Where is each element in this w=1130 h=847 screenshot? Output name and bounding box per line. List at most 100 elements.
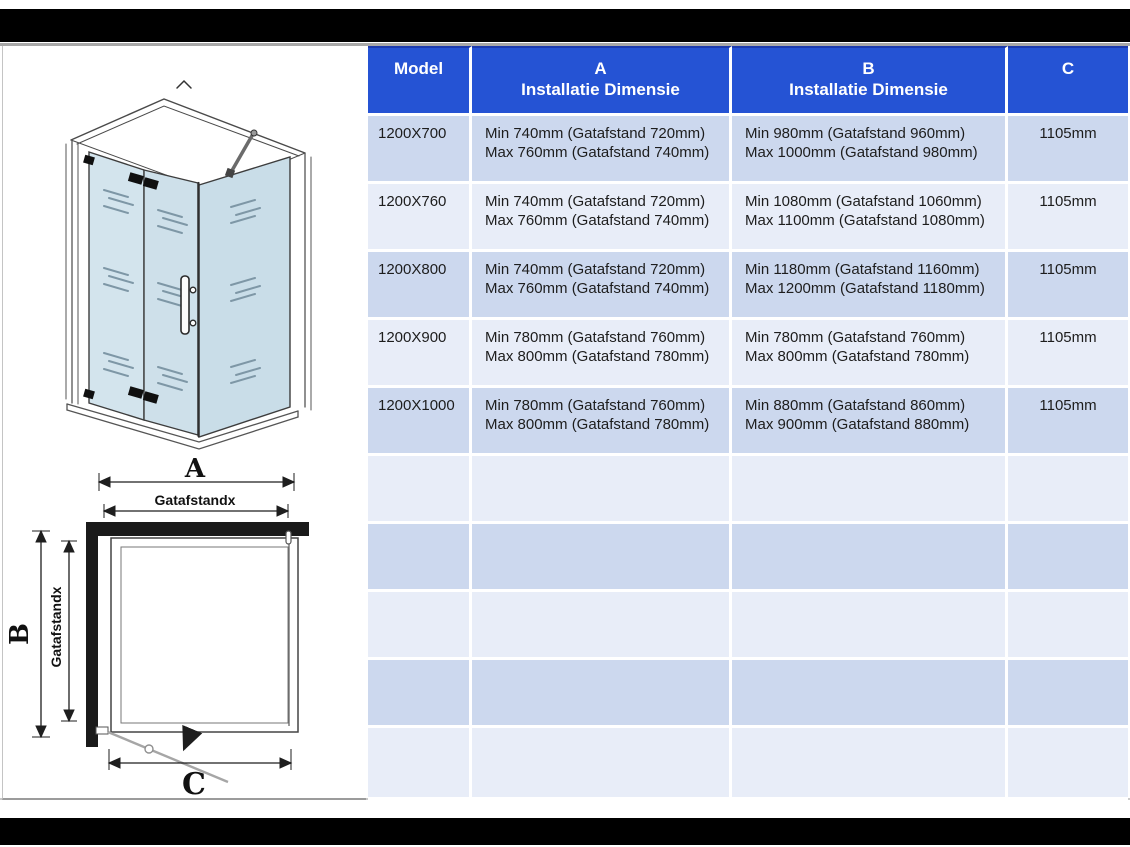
cell-c <box>1008 728 1128 800</box>
cell-c <box>1008 456 1128 524</box>
bottom-letterbox-bar <box>0 818 1130 845</box>
cell-b <box>732 728 1008 800</box>
cell-b: Min 780mm (Gatafstand 760mm) Max 800mm (G… <box>732 320 1008 388</box>
cell-a: Min 740mm (Gatafstand 720mm) Max 760mm (G… <box>472 252 732 320</box>
dim-min: Min 1080mm (Gatafstand 1060mm) <box>745 193 982 210</box>
cell-c: 1105mm <box>1008 388 1128 456</box>
door-leaf-left <box>88 151 145 421</box>
dim-label-gatafstand-v: Gatafstandx <box>48 586 64 667</box>
dimension-c: C <box>107 749 293 802</box>
hinges <box>83 154 159 404</box>
cell-a: Min 740mm (Gatafstand 720mm) Max 760mm (G… <box>472 184 732 252</box>
cell-b: Min 1180mm (Gatafstand 1160mm) Max 1200mm… <box>732 252 1008 320</box>
door-handle <box>180 275 197 335</box>
dim-label-gatafstand-h: Gatafstandx <box>155 492 236 508</box>
dim-max: Max 800mm (Gatafstand 780mm) <box>485 416 710 433</box>
dim-min: Min 1180mm (Gatafstand 1160mm) <box>745 261 980 278</box>
door-swing-arrow <box>182 724 203 752</box>
dim-min: Min 780mm (Gatafstand 760mm) <box>485 397 706 414</box>
cell-model: 1200X800 <box>368 252 472 320</box>
cell-model <box>368 456 472 524</box>
dim-min: Min 740mm (Gatafstand 720mm) <box>485 125 706 142</box>
dimension-gatafstand-horizontal: Gatafstandx <box>102 492 290 518</box>
cell-a: Min 780mm (Gatafstand 760mm) Max 800mm (G… <box>472 388 732 456</box>
cell-a <box>472 456 732 524</box>
dim-min: Min 740mm (Gatafstand 720mm) <box>485 261 706 278</box>
dim-label-c: C <box>182 767 206 798</box>
cell-a <box>472 660 732 728</box>
header-c: C <box>1008 46 1128 116</box>
cell-model: 1200X1000 <box>368 388 472 456</box>
dim-min: Min 980mm (Gatafstand 960mm) <box>745 125 966 142</box>
cell-b: Min 1080mm (Gatafstand 1060mm) Max 1100mm… <box>732 184 1008 252</box>
cell-c: 1105mm <box>1008 252 1128 320</box>
dim-min: Min 740mm (Gatafstand 720mm) <box>485 193 706 210</box>
cell-model <box>368 660 472 728</box>
shower-enclosure-diagram: A Gatafstandx B Gatafstandx <box>5 79 312 802</box>
dim-max: Max 1100mm (Gatafstand 1080mm) <box>745 212 985 229</box>
cell-a <box>472 592 732 660</box>
spec-table: Model A Installatie Dimensie B Installat… <box>368 46 1128 800</box>
plan-view: B Gatafstandx C <box>5 522 309 802</box>
header-model: Model <box>368 46 472 116</box>
cell-b <box>732 524 1008 592</box>
cell-c <box>1008 524 1128 592</box>
caret-mark <box>176 79 192 89</box>
dim-max: Max 900mm (Gatafstand 880mm) <box>745 416 970 433</box>
header-a: A Installatie Dimensie <box>472 46 732 116</box>
dim-max: Max 800mm (Gatafstand 780mm) <box>745 348 970 365</box>
dim-max: Max 1200mm (Gatafstand 1180mm) <box>745 280 985 297</box>
cell-model: 1200X700 <box>368 116 472 184</box>
dimension-b: B <box>5 529 50 739</box>
top-letterbox-bar <box>0 9 1130 42</box>
shower-tray <box>66 403 299 450</box>
support-bar <box>228 132 255 176</box>
cell-b <box>732 592 1008 660</box>
cell-c: 1105mm <box>1008 116 1128 184</box>
isometric-view <box>65 79 312 450</box>
dim-max: Max 1000mm (Gatafstand 980mm) <box>745 144 978 161</box>
dim-label-b: B <box>5 623 35 645</box>
cell-b <box>732 456 1008 524</box>
handle-plan <box>285 530 292 545</box>
dim-max: Max 760mm (Gatafstand 740mm) <box>485 280 710 297</box>
dim-label-a: A <box>184 454 206 484</box>
tray-outline <box>120 546 289 724</box>
cell-model <box>368 524 472 592</box>
dim-min: Min 780mm (Gatafstand 760mm) <box>745 329 966 346</box>
cell-c <box>1008 592 1128 660</box>
cell-model: 1200X760 <box>368 184 472 252</box>
header-a-title: A <box>594 59 607 78</box>
cell-a: Min 780mm (Gatafstand 760mm) Max 800mm (G… <box>472 320 732 388</box>
dim-max: Max 760mm (Gatafstand 740mm) <box>485 144 710 161</box>
dim-max: Max 760mm (Gatafstand 740mm) <box>485 212 710 229</box>
dim-min: Min 880mm (Gatafstand 860mm) <box>745 397 966 414</box>
header-c-label: C <box>1061 59 1075 78</box>
diagram-panel: A Gatafstandx B Gatafstandx <box>2 46 366 802</box>
cell-a <box>472 728 732 800</box>
enclosure-outline <box>110 537 299 733</box>
cell-model <box>368 728 472 800</box>
header-a-subtitle: Installatie Dimensie <box>521 80 680 99</box>
cell-a: Min 740mm (Gatafstand 720mm) Max 760mm (G… <box>472 116 732 184</box>
header-b-title: B <box>862 59 875 78</box>
cell-b: Min 980mm (Gatafstand 960mm) Max 1000mm (… <box>732 116 1008 184</box>
cell-c <box>1008 660 1128 728</box>
dimension-gatafstand-vertical: Gatafstandx <box>48 539 77 723</box>
dimension-a: A <box>97 454 296 491</box>
cell-b: Min 880mm (Gatafstand 860mm) Max 900mm (G… <box>732 388 1008 456</box>
header-b-subtitle: Installatie Dimensie <box>789 80 948 99</box>
header-b: B Installatie Dimensie <box>732 46 1008 116</box>
door-pivot <box>95 726 109 735</box>
cell-model: 1200X900 <box>368 320 472 388</box>
top-divider-line <box>0 43 1130 46</box>
cell-b <box>732 660 1008 728</box>
dim-min: Min 780mm (Gatafstand 760mm) <box>485 329 706 346</box>
cell-c: 1105mm <box>1008 320 1128 388</box>
header-model-label: Model <box>393 59 444 78</box>
dim-max: Max 800mm (Gatafstand 780mm) <box>485 348 710 365</box>
open-door-bar <box>107 730 229 784</box>
cell-a <box>472 524 732 592</box>
cell-model <box>368 592 472 660</box>
